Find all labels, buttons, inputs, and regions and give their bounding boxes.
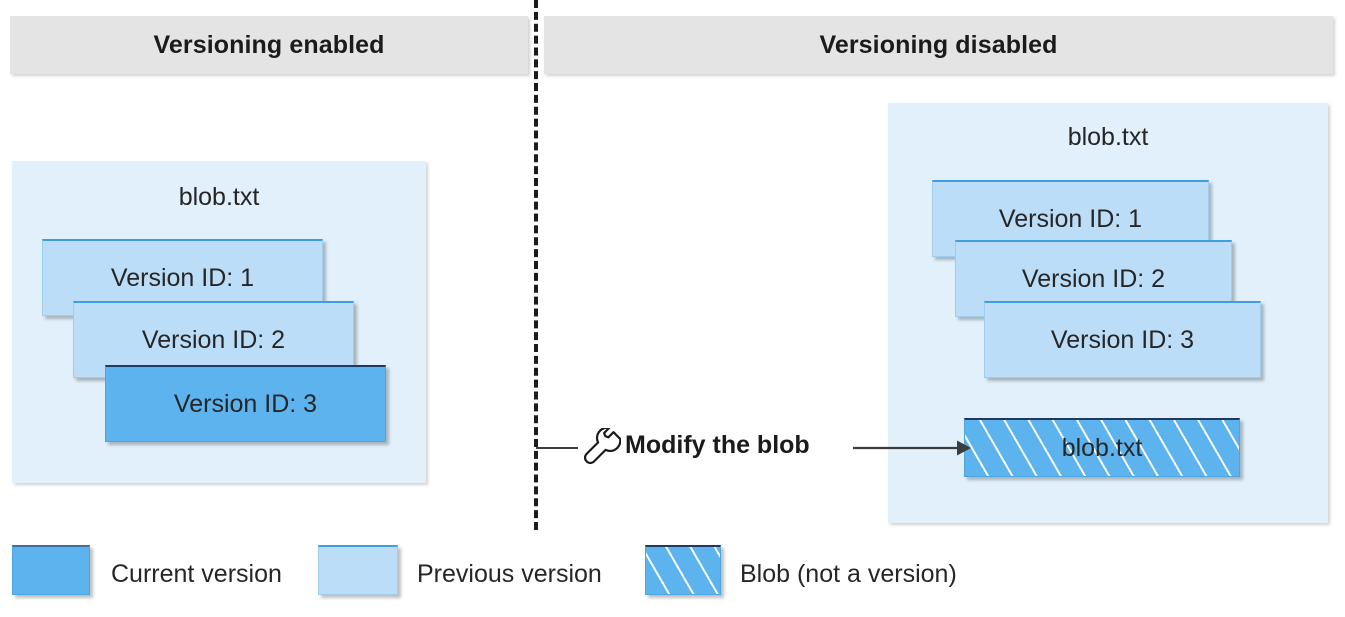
action-connector-line (536, 447, 578, 449)
action-label: Modify the blob (625, 431, 810, 459)
action-arrow-icon (853, 434, 971, 462)
version-label: Version ID: 3 (173, 389, 318, 418)
column-header-label: Versioning disabled (819, 30, 1058, 59)
blob-name-label: blob.txt (178, 183, 260, 211)
legend-label-blob-not-a-version: Blob (not a version) (740, 560, 957, 588)
column-header-label: Versioning enabled (153, 30, 385, 59)
wrench-icon (583, 426, 622, 466)
blob-name-label: blob.txt (1067, 123, 1149, 151)
version-label: Version ID: 1 (998, 204, 1143, 233)
modified-blob-label: blob.txt (1061, 433, 1143, 462)
version-box-right-3: Version ID: 3 (984, 301, 1261, 378)
column-header-versioning-enabled: Versioning enabled (10, 16, 528, 74)
vertical-dashed-divider (534, 0, 538, 530)
legend-label-current-version: Current version (111, 560, 282, 588)
legend-swatch-blob-not-a-version (645, 545, 721, 595)
version-label: Version ID: 2 (141, 325, 286, 354)
column-header-versioning-disabled: Versioning disabled (544, 16, 1333, 74)
legend-label-previous-version: Previous version (417, 560, 602, 588)
legend-swatch-current-version (12, 545, 90, 595)
version-label: Version ID: 3 (1050, 325, 1195, 354)
version-box-left-3: Version ID: 3 (105, 365, 386, 442)
modified-blob-box: blob.txt (964, 418, 1240, 477)
version-label: Version ID: 2 (1021, 264, 1166, 293)
legend-swatch-previous-version (318, 545, 398, 595)
version-label: Version ID: 1 (110, 263, 255, 292)
